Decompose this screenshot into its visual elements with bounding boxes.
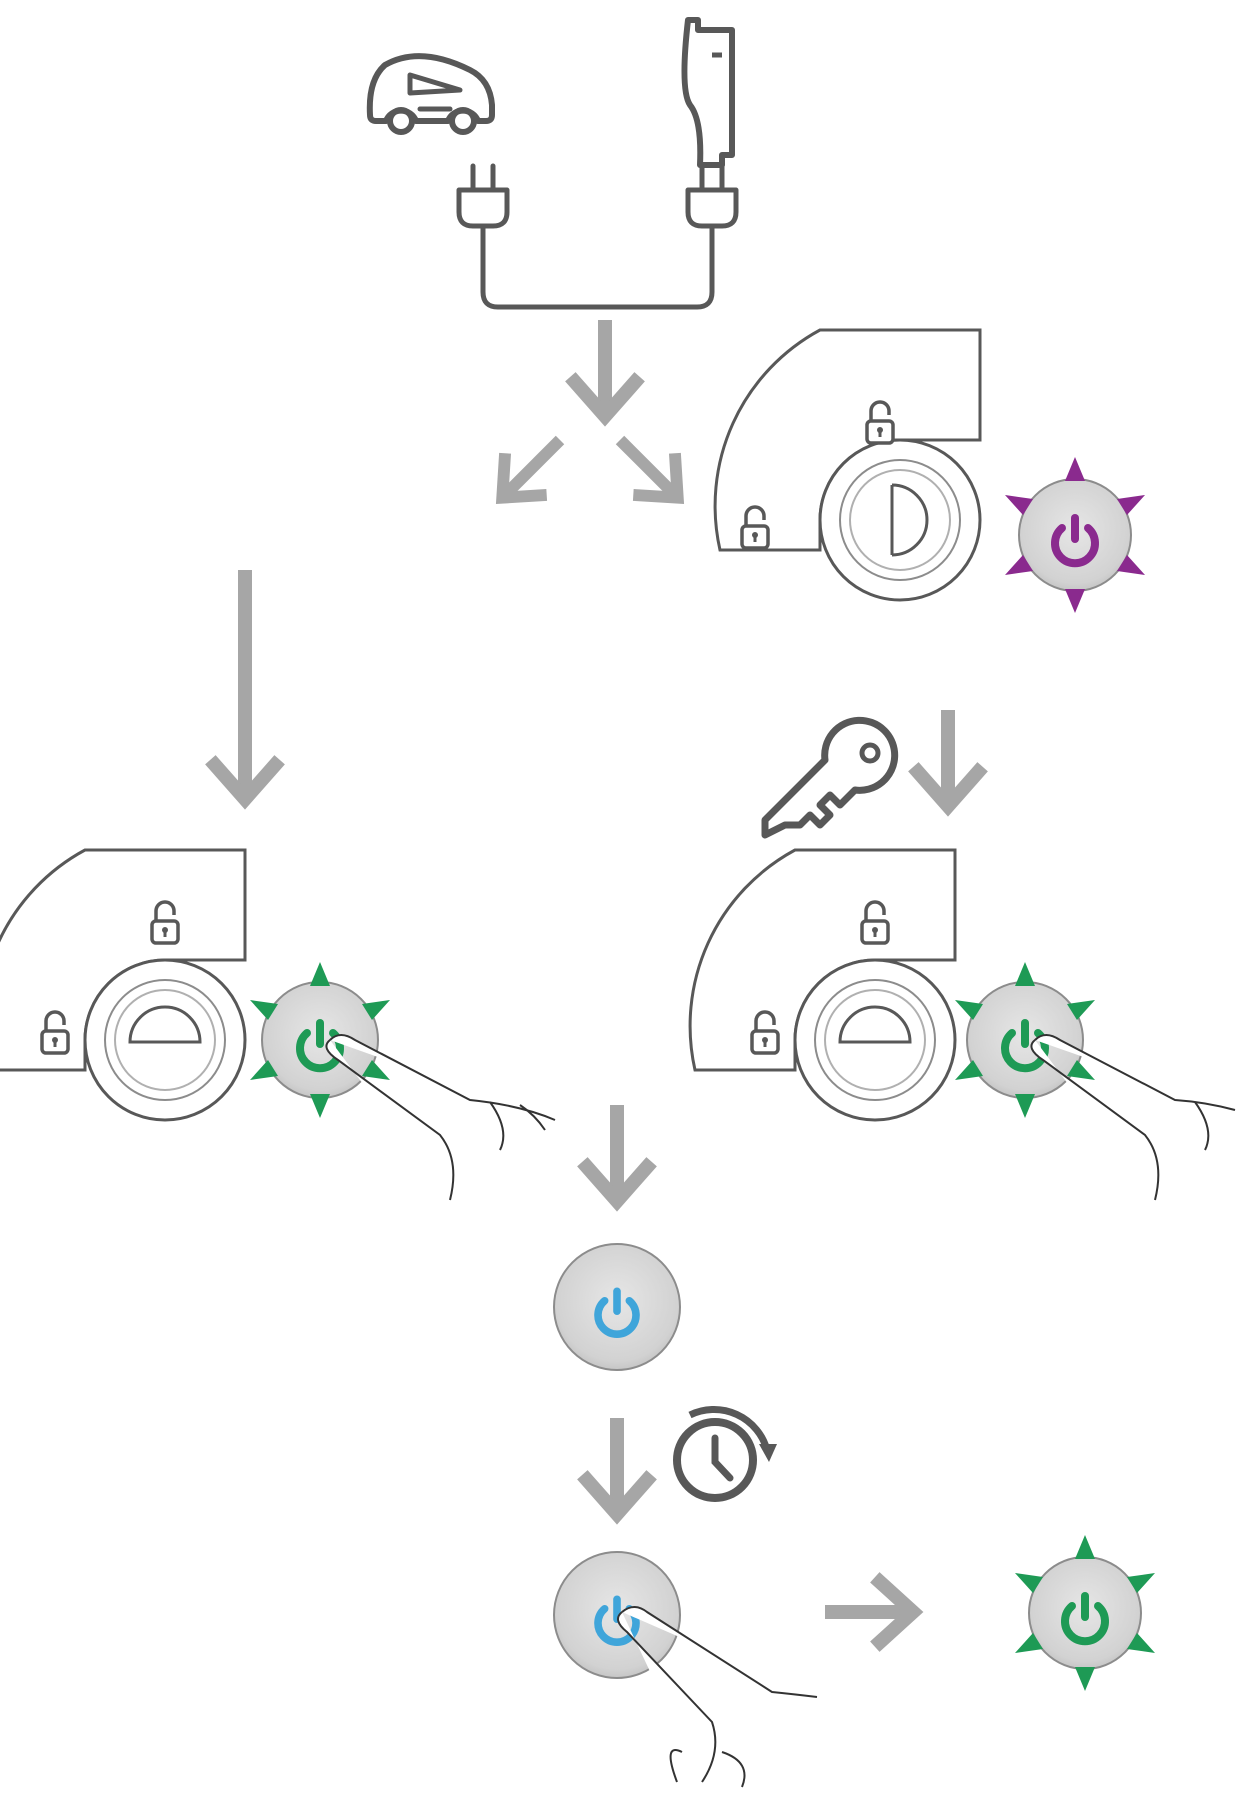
- timer-icon: [673, 1406, 777, 1502]
- arrow-icon: [587, 1105, 647, 1201]
- power-button-icon: [1005, 457, 1145, 613]
- socket-lock-icon: [0, 848, 247, 1122]
- plug-icon: [688, 166, 736, 226]
- car-icon: [366, 53, 495, 135]
- power-button-icon: [250, 962, 390, 1118]
- arrow-icon: [575, 320, 635, 416]
- socket-lock-icon: [713, 328, 982, 602]
- finger-press-icon: [1030, 1034, 1236, 1201]
- power-button-icon: [955, 962, 1095, 1118]
- cable-icon: [480, 226, 715, 310]
- power-button-icon: [553, 1243, 681, 1371]
- finger-press-icon: [617, 1606, 818, 1788]
- arrow-icon: [602, 422, 696, 516]
- socket-lock-icon: [688, 848, 957, 1122]
- arrow-icon: [825, 1572, 924, 1652]
- arrow-icon: [484, 422, 578, 516]
- power-button-icon: [553, 1551, 681, 1679]
- charging-station-icon: [681, 17, 735, 168]
- finger-press-icon: [325, 1034, 556, 1201]
- arrow-icon: [587, 1418, 647, 1514]
- plug-icon: [459, 166, 507, 226]
- key-icon: [761, 716, 899, 839]
- power-button-icon: [1015, 1535, 1155, 1691]
- arrow-icon: [205, 570, 285, 810]
- arrow-icon: [918, 710, 978, 806]
